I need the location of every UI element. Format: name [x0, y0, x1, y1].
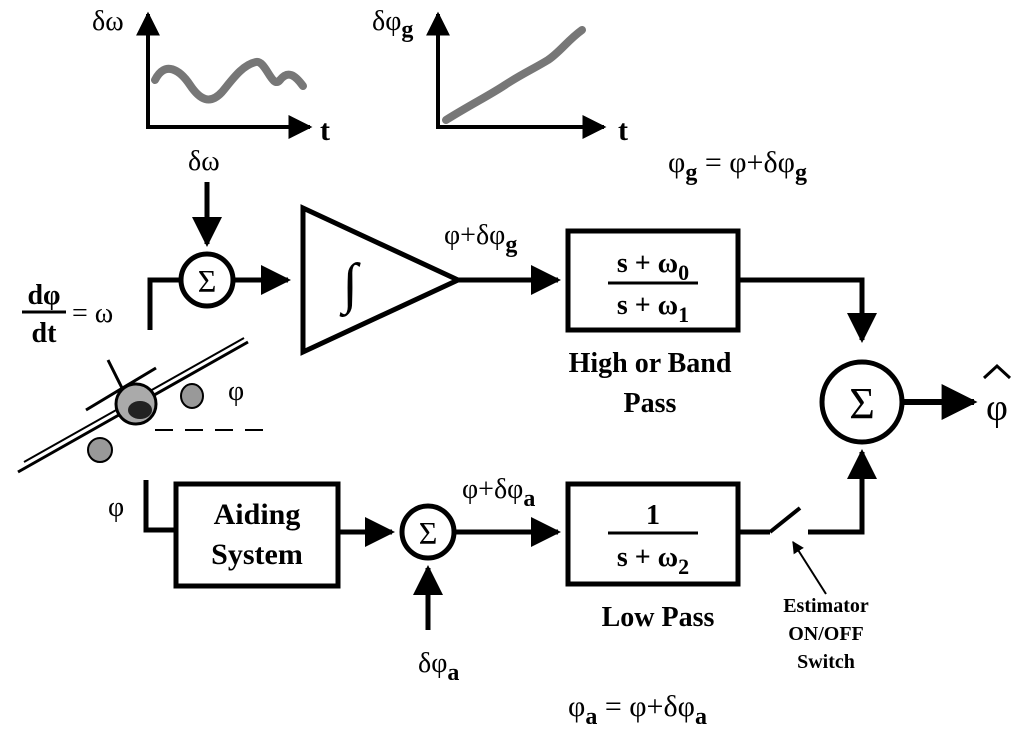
high-pass-denominator: s + ω1: [617, 290, 689, 327]
switch-caption-line3: Switch: [797, 651, 855, 673]
switch-caption-line1: Estimator: [783, 595, 869, 617]
rate-numerator: dφ: [27, 280, 60, 311]
summer-bottom-symbol: Σ: [419, 515, 438, 551]
input-phi-label: φ: [108, 492, 124, 523]
integrator-block: [300, 204, 464, 356]
equation-phi-g: φg = φ+δφg: [668, 146, 807, 186]
graph-right-x-label: t: [618, 114, 628, 147]
output-phi-hat: φ: [986, 387, 1008, 429]
airplane-icon: [17, 337, 265, 474]
signal-bottom-label: φ+δφa: [462, 474, 535, 512]
wire-rate-input: [147, 277, 181, 330]
low-pass-numerator: 1: [646, 500, 660, 531]
aiding-system-line1: Aiding: [214, 498, 301, 531]
estimator-switch: [738, 449, 877, 535]
graph-left-x-label: t: [320, 114, 330, 147]
equation-rate: dφ dt = ω: [22, 280, 113, 349]
graph-left-curve: [151, 58, 307, 104]
wire-highpass-to-summer: [738, 277, 877, 343]
graph-left-y-label: δω: [92, 6, 124, 37]
rate-denominator: dt: [32, 318, 58, 349]
low-pass-denominator: s + ω2: [617, 542, 689, 579]
rate-rhs: = ω: [72, 298, 113, 329]
input-delta-phi-a-label: δφa: [418, 648, 459, 686]
equation-phi-a: φa = φ+δφa: [568, 690, 707, 730]
high-pass-numerator: s + ω0: [617, 248, 689, 285]
angle-phi-label: φ: [228, 376, 244, 407]
input-delta-omega-label: δω: [188, 146, 220, 177]
summer-top-symbol: Σ: [198, 263, 217, 299]
switch-caption-line2: ON/OFF: [788, 623, 864, 645]
high-pass-caption-line1: High or Band: [569, 348, 732, 379]
high-pass-caption-line2: Pass: [624, 388, 677, 419]
low-pass-caption: Low Pass: [602, 602, 715, 633]
aiding-system-block: [173, 481, 341, 589]
wire-phi-input: [143, 480, 176, 533]
integrator-symbol: ∫: [339, 253, 361, 318]
graph-right-y-label: δφg: [372, 6, 413, 43]
summer-final-symbol: Σ: [849, 379, 875, 428]
graph-delta-phi-g: δφg t: [372, 6, 628, 147]
output-hat-icon: [982, 363, 1012, 380]
switch-pointer-arrow: [792, 540, 827, 595]
graph-right-curve: [442, 26, 586, 124]
aiding-system-line2: System: [211, 538, 303, 571]
graph-delta-omega: δω t: [92, 6, 330, 147]
high-pass-filter-block: [565, 228, 741, 333]
signal-top-label: φ+δφg: [444, 220, 517, 258]
